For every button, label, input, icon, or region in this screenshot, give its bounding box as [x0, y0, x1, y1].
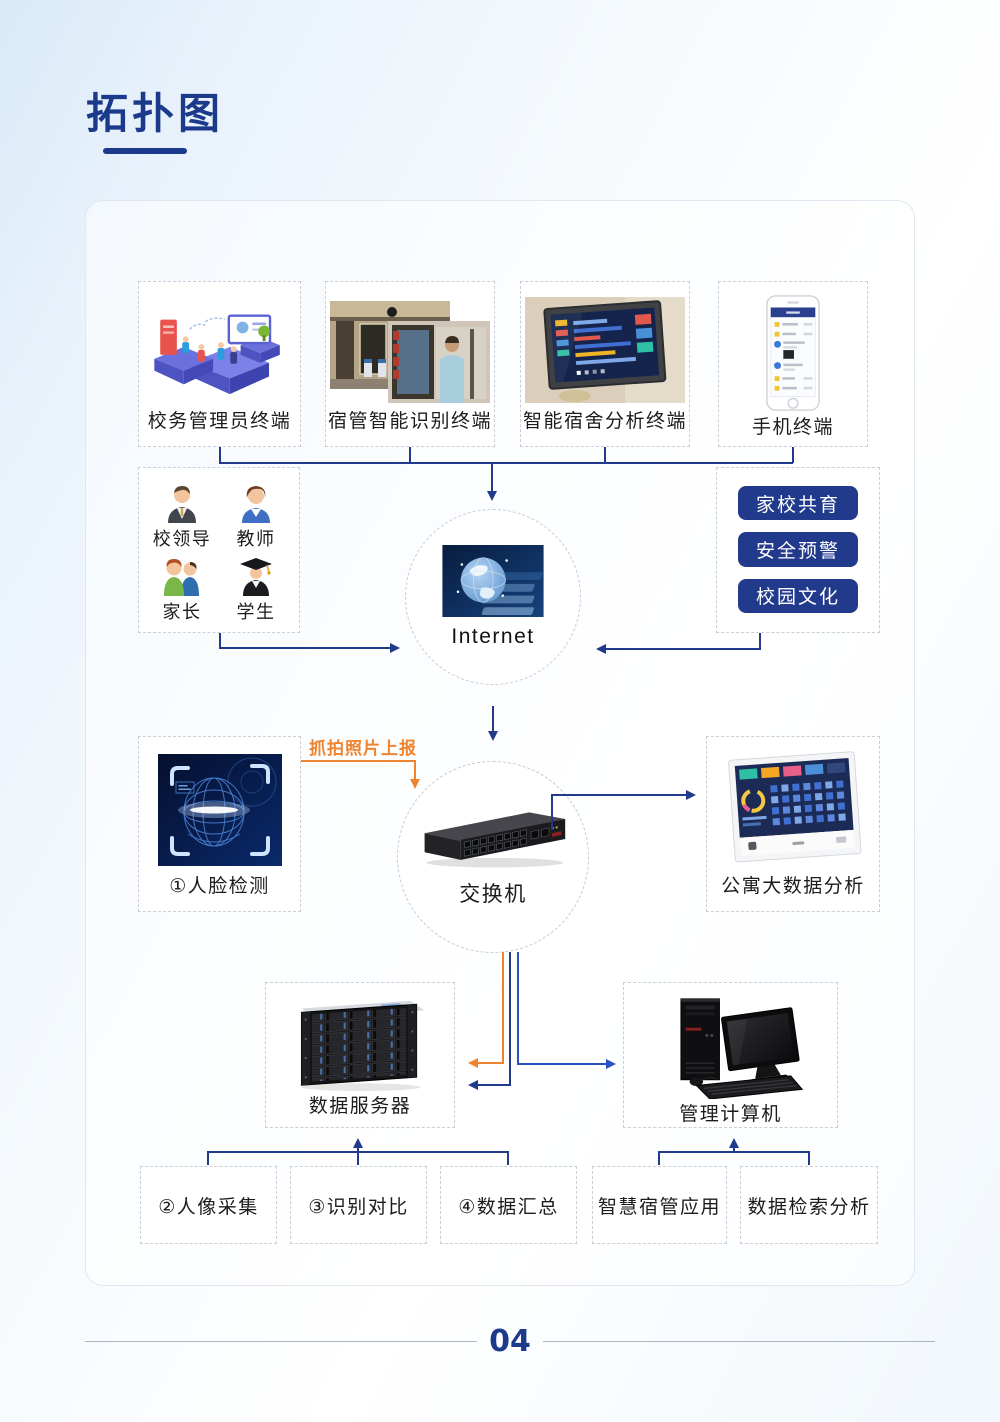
terminal-box-admin: 校务管理员终端	[138, 281, 301, 447]
internet-label: Internet	[451, 625, 535, 648]
terminal-box-dorm-analysis: 智能宿舍分析终端	[520, 281, 690, 447]
step-box-portrait-collection: ②人像采集	[140, 1166, 277, 1244]
footer-line-left	[85, 1341, 477, 1342]
terminal-label: 智能宿舍分析终端	[523, 411, 688, 432]
step-label: ②人像采集	[158, 1196, 259, 1218]
parents-people-icon	[164, 559, 199, 596]
users-grid: 校领导 教师 家长	[139, 468, 299, 632]
management-computer-label: 管理计算机	[679, 1104, 782, 1125]
leader-person-icon	[168, 486, 196, 523]
face-detection-box: ①人脸检测	[138, 736, 301, 912]
step-label: 数据检索分析	[747, 1196, 871, 1218]
dorm-gate-photo	[330, 294, 490, 406]
admin-terminal-illustration	[146, 294, 294, 406]
dashboard-monitor-icon	[714, 749, 872, 871]
management-computer-box: 管理计算机	[623, 982, 838, 1128]
teacher-person-icon	[242, 486, 270, 523]
step-box-data-retrieval: 数据检索分析	[740, 1166, 878, 1244]
user-label: 教师	[236, 529, 276, 549]
network-switch-icon	[424, 812, 566, 868]
internet-node: Internet	[405, 509, 581, 685]
big-data-box: 公寓大数据分析	[706, 736, 880, 912]
step-label: 智慧宿管应用	[597, 1196, 721, 1218]
services-box: 家校共育 安全预警 校园文化	[716, 467, 880, 633]
desktop-computer-icon	[651, 995, 811, 1099]
terminal-box-mobile: 手机终端	[718, 281, 868, 447]
user-label: 家长	[162, 602, 202, 622]
user-student: 学生	[219, 553, 293, 624]
terminal-box-dorm-recognition: 宿管智能识别终端	[325, 281, 495, 447]
step-box-data-summary: ④数据汇总	[440, 1166, 577, 1244]
terminal-label: 手机终端	[751, 417, 834, 438]
footer-line-right	[543, 1341, 935, 1342]
face-scan-icon	[157, 749, 282, 871]
users-box: 校领导 教师 家长	[138, 467, 300, 633]
terminal-label: 校务管理员终端	[147, 411, 292, 432]
user-label: 学生	[236, 602, 276, 622]
switch-node: 交换机	[397, 761, 589, 953]
data-server-label: 数据服务器	[308, 1096, 412, 1117]
user-leader: 校领导	[145, 480, 219, 551]
capture-upload-label: 抓拍照片上报	[309, 739, 417, 758]
page-number: 04	[489, 1324, 531, 1359]
service-safety-warning: 安全预警	[738, 532, 858, 567]
page-title: 拓扑图	[86, 90, 225, 137]
user-parents: 家长	[145, 553, 219, 624]
server-rack-icon	[287, 995, 433, 1091]
service-home-school: 家校共育	[738, 486, 858, 521]
step-label: ③识别对比	[308, 1196, 409, 1218]
face-detection-label: ①人脸检测	[169, 876, 270, 897]
student-graduate-icon	[240, 558, 272, 596]
user-teacher: 教师	[219, 480, 293, 551]
service-campus-culture: 校园文化	[738, 578, 858, 613]
user-label: 校领导	[152, 529, 212, 549]
data-server-box: 数据服务器	[265, 982, 455, 1128]
terminal-label: 宿管智能识别终端	[328, 411, 493, 432]
big-data-label: 公寓大数据分析	[721, 876, 865, 897]
smartphone-app	[748, 294, 838, 412]
globe-keyboard-icon	[442, 545, 544, 617]
step-box-recognition-compare: ③识别对比	[290, 1166, 427, 1244]
wall-display-photo	[525, 294, 685, 406]
step-label: ④数据汇总	[458, 1196, 559, 1218]
step-box-smart-dorm-app: 智慧宿管应用	[592, 1166, 727, 1244]
title-underline	[103, 148, 187, 154]
switch-label: 交换机	[459, 883, 527, 906]
